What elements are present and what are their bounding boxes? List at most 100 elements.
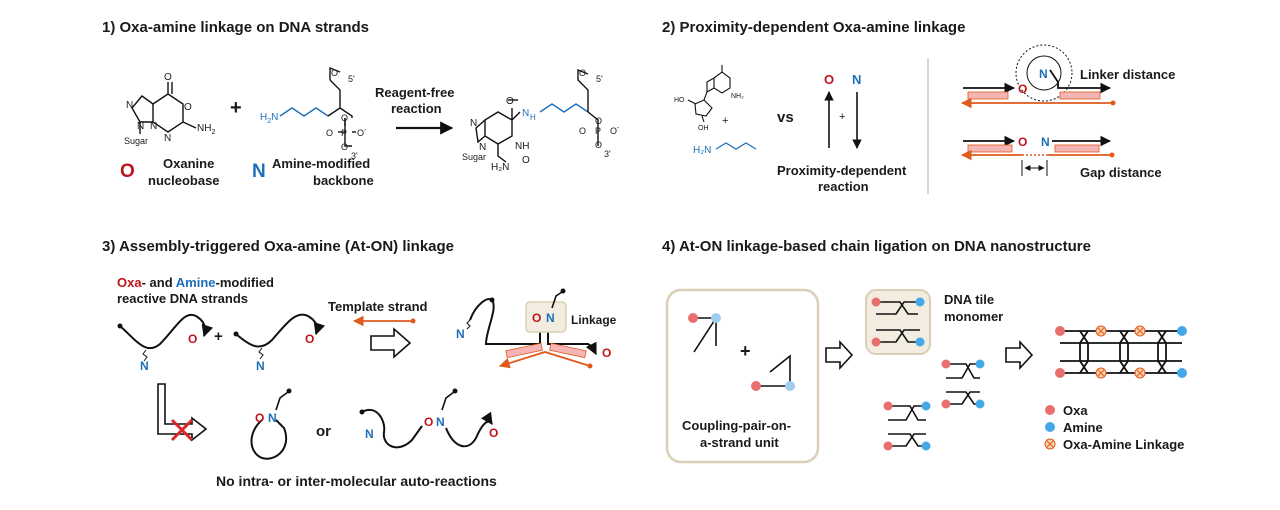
nucleoside-sketch — [687, 65, 731, 123]
linker-n-letter: N — [1039, 67, 1048, 81]
panel-1: 1) Oxa-amine linkage on DNA strands O O … — [102, 19, 620, 188]
amine-o-mid: O — [341, 113, 348, 123]
strand-2-n: N — [256, 359, 265, 373]
legend-amine-label: Amine — [1063, 420, 1103, 435]
amine-h2n: H2N — [260, 112, 278, 125]
nucleoside-nh2: NH₂ — [731, 93, 744, 100]
legend-amine-swatch — [1045, 422, 1055, 432]
monomer-label-2: monomer — [944, 309, 1003, 324]
inter-n-left: N — [365, 427, 374, 441]
product-o-bottom: O — [595, 140, 602, 150]
amine-letter: N — [252, 161, 266, 182]
oxanine-ring-n2: N — [137, 121, 144, 132]
strand-2-linker — [258, 347, 264, 360]
proximity-caption-2: reaction — [818, 179, 869, 194]
amine-o-top: O — [331, 68, 338, 78]
oxanine-label-1: Oxanine — [163, 156, 214, 171]
scattered-tile-1 — [946, 363, 980, 405]
product-h2n: H₂N — [491, 162, 509, 173]
coupling-dot-amine-1 — [711, 313, 721, 323]
monomer-tile — [876, 301, 920, 343]
amine-o-left: O — [326, 128, 333, 138]
gap-template-end — [1109, 152, 1115, 158]
monomer-label-1: DNA tile — [944, 292, 994, 307]
product-o-top: O — [579, 68, 586, 78]
product-sugar: Sugar — [462, 152, 486, 162]
complex-duplex-right — [549, 342, 587, 359]
oxanine-ring-n3: N — [150, 121, 157, 132]
coupling-dot-oxa-1 — [688, 313, 698, 323]
panel-3-intro-line2: reactive DNA strands — [117, 291, 248, 306]
oxanine-structure — [131, 82, 197, 134]
amine-label-2: backbone — [313, 173, 374, 188]
monomer-dot-amine-1 — [915, 297, 925, 307]
legend: Oxa Amine Oxa-Amine Linkage — [1044, 403, 1184, 452]
nucleoside-oh-bottom: OH — [698, 125, 709, 132]
inter-strand-left — [361, 409, 423, 449]
hollow-arrow-right — [370, 327, 412, 359]
reaction-label-2: reaction — [391, 101, 442, 116]
linkage-o: O — [532, 311, 541, 325]
monomer-box — [865, 289, 931, 355]
oxanine-nh2: NH2 — [197, 123, 215, 136]
linkage-n: N — [546, 311, 555, 325]
inter-strand-right — [445, 411, 493, 448]
monomer-dot-oxa-1 — [871, 297, 881, 307]
vertical-o-letter: O — [824, 72, 834, 87]
panel-3-caption: No intra- or inter-molecular auto-reacti… — [216, 473, 497, 489]
inter-o-mid: O — [424, 415, 433, 429]
gap-duplex-left — [967, 144, 1013, 153]
panel-2-vs: vs — [777, 109, 794, 126]
intra-n: N — [268, 411, 277, 425]
scattered-1-amine-b — [975, 399, 985, 409]
linker-circle-outer — [1015, 44, 1073, 102]
product-5prime: 5' — [596, 74, 603, 84]
product-3prime: 3' — [604, 149, 611, 159]
panel-4-title: 4) At-ON linkage-based chain ligation on… — [662, 238, 1091, 255]
coupling-unit-label-2: a-strand unit — [700, 435, 779, 450]
chain-amine-bottom — [1177, 368, 1187, 378]
panel-2-title: 2) Proximity-dependent Oxa-amine linkage — [662, 19, 965, 36]
strand-1-n: N — [140, 359, 149, 373]
product-o-mid: O — [595, 116, 602, 126]
amine-o-right: O- — [357, 127, 367, 138]
template-strand-label: Template strand — [328, 299, 428, 314]
intra-o: O — [255, 411, 264, 425]
oxanine-o-carbonyl: O — [164, 72, 172, 83]
panel-1-title: 1) Oxa-amine linkage on DNA strands — [102, 19, 369, 36]
gap-duplex-right — [1054, 144, 1100, 153]
strand-1 — [119, 313, 214, 350]
strand-1-linker — [142, 349, 148, 362]
assembled-o-right: O — [602, 346, 611, 360]
oxanine-ring-n1: N — [126, 100, 133, 111]
complex-template-end — [587, 363, 593, 369]
vertical-n-letter: N — [852, 72, 861, 87]
vertical-plus: + — [839, 111, 845, 123]
panel-3-or: or — [316, 423, 331, 440]
reaction-label-1: Reagent-free — [375, 85, 454, 100]
amine-5prime: 5' — [348, 74, 355, 84]
linkage-tail-dot — [560, 288, 566, 294]
chain-structure — [1060, 330, 1182, 374]
strand-2-start-dot — [233, 331, 239, 337]
scattered-1-amine-a — [975, 359, 985, 369]
coupling-plus: + — [740, 341, 751, 361]
template-strand-sample-end — [410, 318, 416, 324]
chain-oxa-bottom — [1055, 368, 1065, 378]
assembled-left-dot — [489, 297, 495, 303]
intra-tail-dot — [286, 388, 292, 394]
inter-n-mid: N — [436, 415, 445, 429]
butylamine-h2n: H₂N — [693, 145, 711, 156]
coupling-unit-box — [665, 288, 820, 464]
product-nh-chain: N — [522, 108, 529, 119]
assembled-n-left: N — [456, 327, 465, 341]
strand-2 — [235, 313, 326, 348]
product-h-chain: H — [530, 113, 536, 122]
panel-2: 2) Proximity-dependent Oxa-amine linkage… — [662, 19, 1175, 194]
panel-3-plus: + — [214, 328, 223, 345]
complex-duplex-left — [505, 342, 543, 359]
amine-label-1: Amine-modified — [272, 156, 370, 171]
amine-p: P — [341, 128, 347, 138]
scattered-2-oxa-b — [883, 441, 893, 451]
coupling-unit-label-1: Coupling-pair-on- — [682, 418, 791, 433]
